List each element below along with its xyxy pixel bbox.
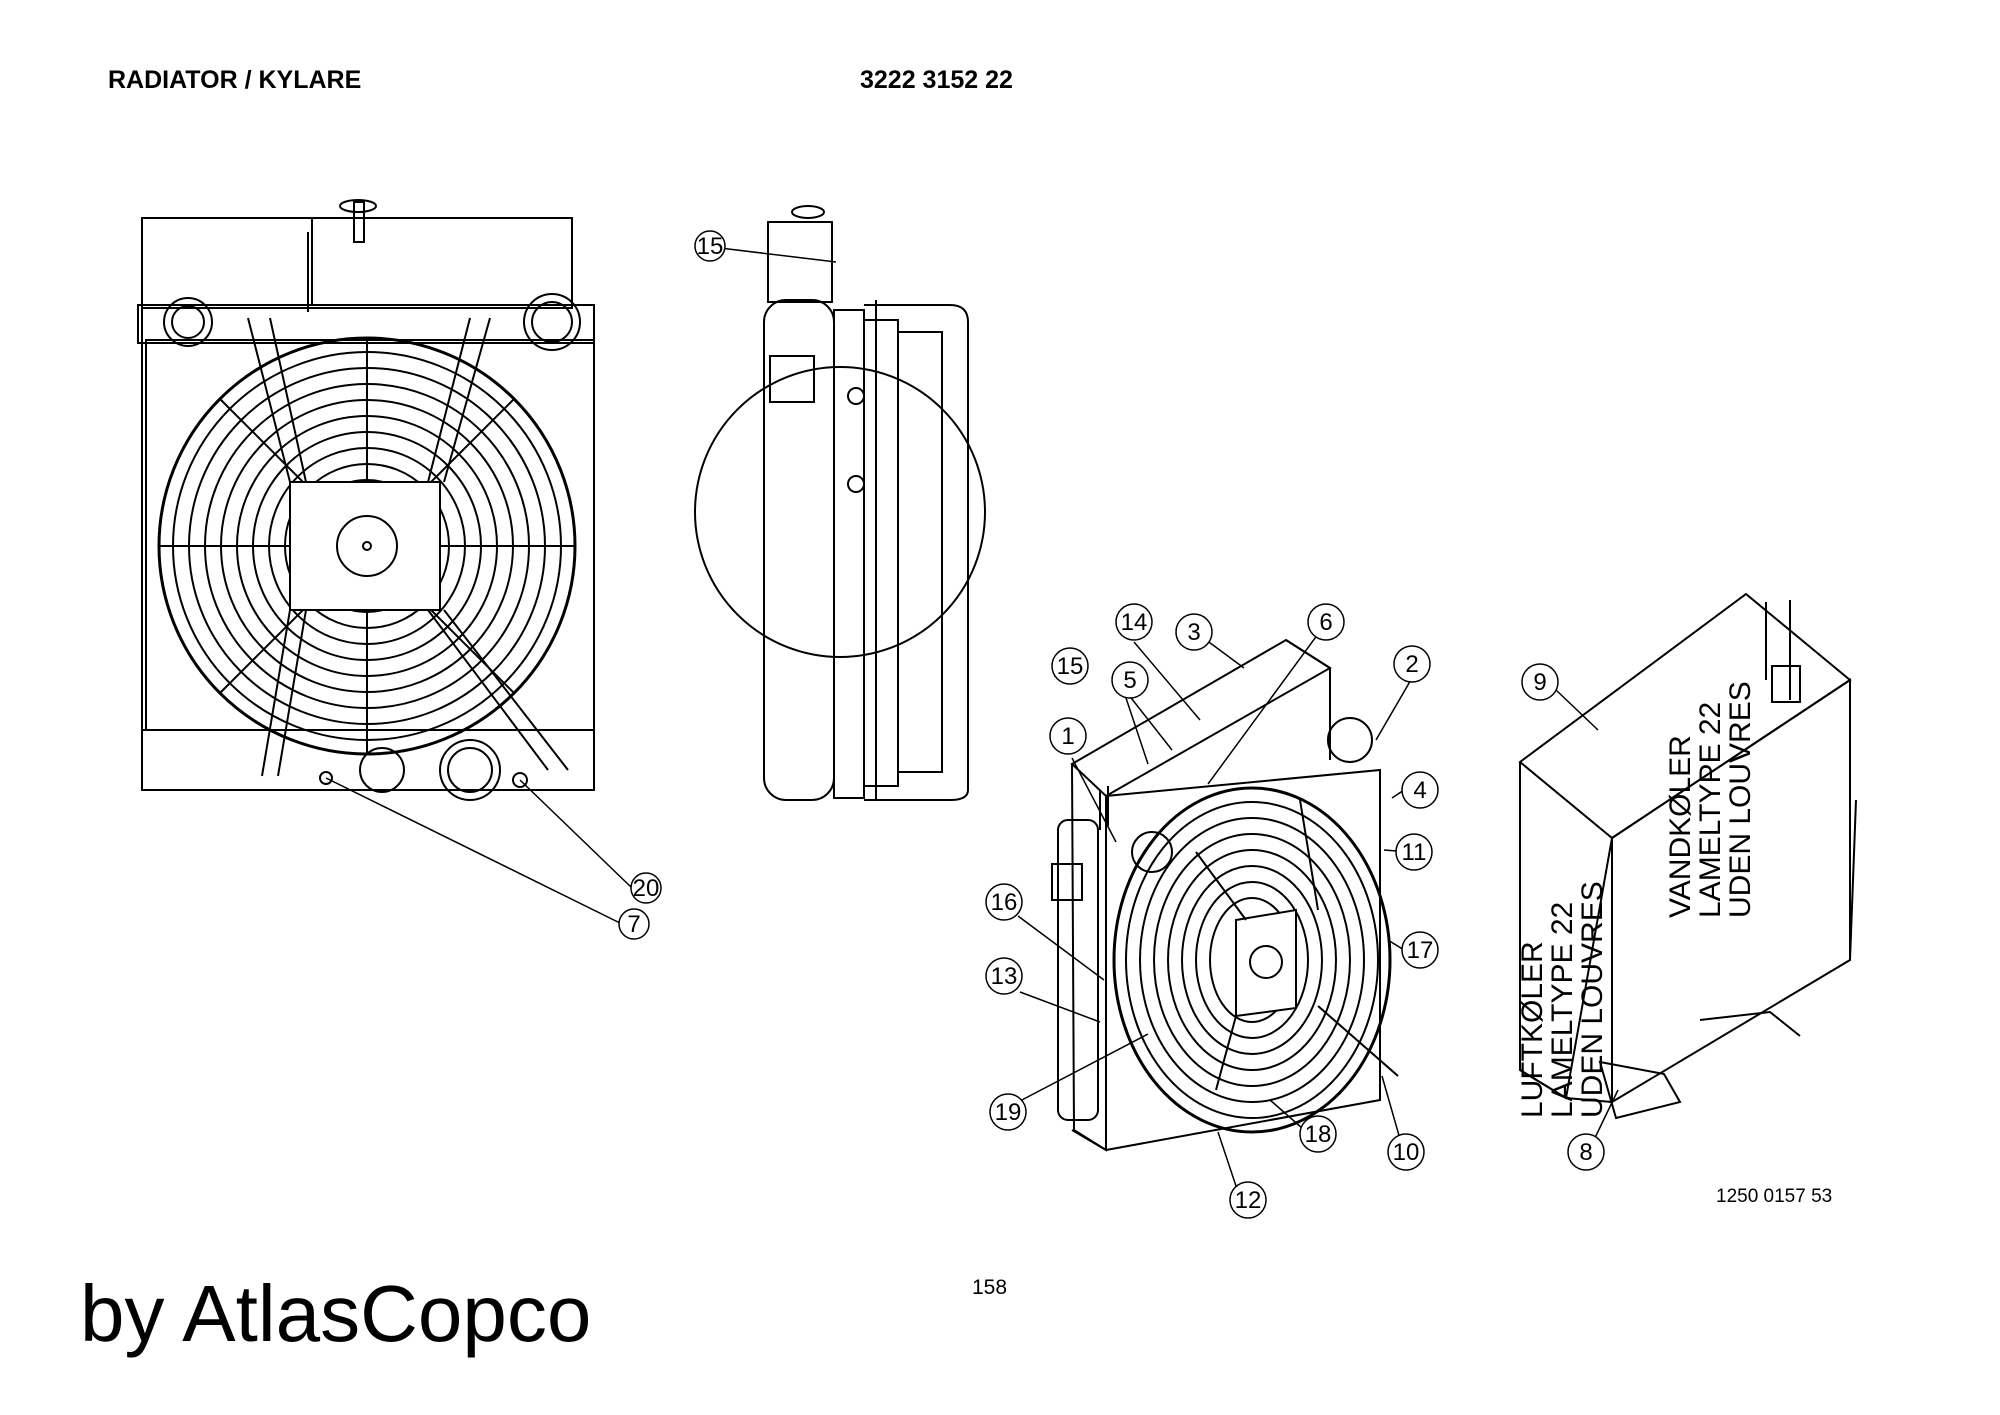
callout-10: 10: [1387, 1133, 1425, 1171]
svg-text:13: 13: [991, 963, 1018, 990]
callout-4: 4: [1401, 771, 1439, 809]
svg-text:15: 15: [1057, 653, 1084, 680]
svg-text:19: 19: [995, 1099, 1022, 1126]
callout-13: 13: [985, 957, 1023, 995]
callout-2: 2: [1393, 645, 1431, 683]
svg-text:3: 3: [1187, 619, 1200, 646]
callout-15-iso: 15: [1051, 647, 1089, 685]
isometric-view-front: [1051, 638, 1399, 1152]
callout-20: 20: [630, 872, 662, 904]
callout-3: 3: [1175, 613, 1213, 651]
svg-text:4: 4: [1413, 777, 1426, 804]
callout-18: 18: [1299, 1115, 1337, 1153]
callout-12: 12: [1229, 1181, 1267, 1219]
svg-text:UDEN LOUVRES: UDEN LOUVRES: [1724, 681, 1757, 918]
callout-7: 7: [618, 908, 650, 940]
page-number: 158: [972, 1276, 1008, 1299]
callout-14: 14: [1115, 603, 1153, 641]
callout-bubbles: 15 20 7 14 3 6 2 15 5 1 4 11 16 17 13 19…: [618, 230, 1605, 1219]
svg-text:LAMELTYPE 22: LAMELTYPE 22: [1694, 702, 1727, 918]
callout-1: 1: [1049, 717, 1087, 755]
callout-11: 11: [1395, 833, 1433, 871]
svg-text:6: 6: [1319, 609, 1332, 636]
svg-text:5: 5: [1123, 667, 1136, 694]
callout-5: 5: [1111, 661, 1149, 699]
svg-text:10: 10: [1393, 1139, 1420, 1166]
svg-text:11: 11: [1402, 839, 1427, 866]
svg-text:20: 20: [633, 875, 660, 902]
svg-text:LUFTKØLER: LUFTKØLER: [1516, 941, 1549, 1118]
svg-text:14: 14: [1121, 609, 1148, 636]
svg-text:9: 9: [1533, 669, 1546, 696]
svg-text:1: 1: [1061, 723, 1074, 750]
callout-9: 9: [1521, 663, 1559, 701]
svg-text:7: 7: [627, 911, 640, 938]
callout-19: 19: [989, 1093, 1027, 1131]
svg-text:VANDKØLER: VANDKØLER: [1664, 735, 1697, 918]
svg-text:16: 16: [991, 889, 1018, 916]
svg-text:18: 18: [1305, 1121, 1332, 1148]
callout-16: 16: [985, 883, 1023, 921]
water-cooler-label: VANDKØLER LAMELTYPE 22 UDEN LOUVRES: [1664, 681, 1757, 918]
svg-text:8: 8: [1579, 1139, 1592, 1166]
callout-6: 6: [1307, 603, 1345, 641]
page-title: RADIATOR / KYLARE: [108, 66, 362, 94]
callout-15-side: 15: [694, 230, 726, 262]
side-view: [694, 205, 986, 801]
callout-8: 8: [1567, 1133, 1605, 1171]
svg-text:17: 17: [1407, 937, 1434, 964]
callout-17: 17: [1401, 931, 1439, 969]
air-cooler-label: LUFTKØLER LAMELTYPE 22 UDEN LOUVRES: [1516, 881, 1609, 1118]
svg-text:LAMELTYPE 22: LAMELTYPE 22: [1546, 902, 1579, 1118]
part-number: 3222 3152 22: [860, 66, 1013, 94]
svg-text:UDEN LOUVRES: UDEN LOUVRES: [1576, 881, 1609, 1118]
svg-text:2: 2: [1405, 651, 1418, 678]
svg-text:12: 12: [1235, 1187, 1262, 1214]
brand-watermark: by AtlasCopco: [80, 1269, 592, 1358]
isometric-view-rear: [1518, 592, 1857, 1120]
drawing-number: 1250 0157 53: [1716, 1186, 1833, 1207]
svg-text:15: 15: [697, 233, 724, 260]
front-view: [137, 199, 633, 925]
